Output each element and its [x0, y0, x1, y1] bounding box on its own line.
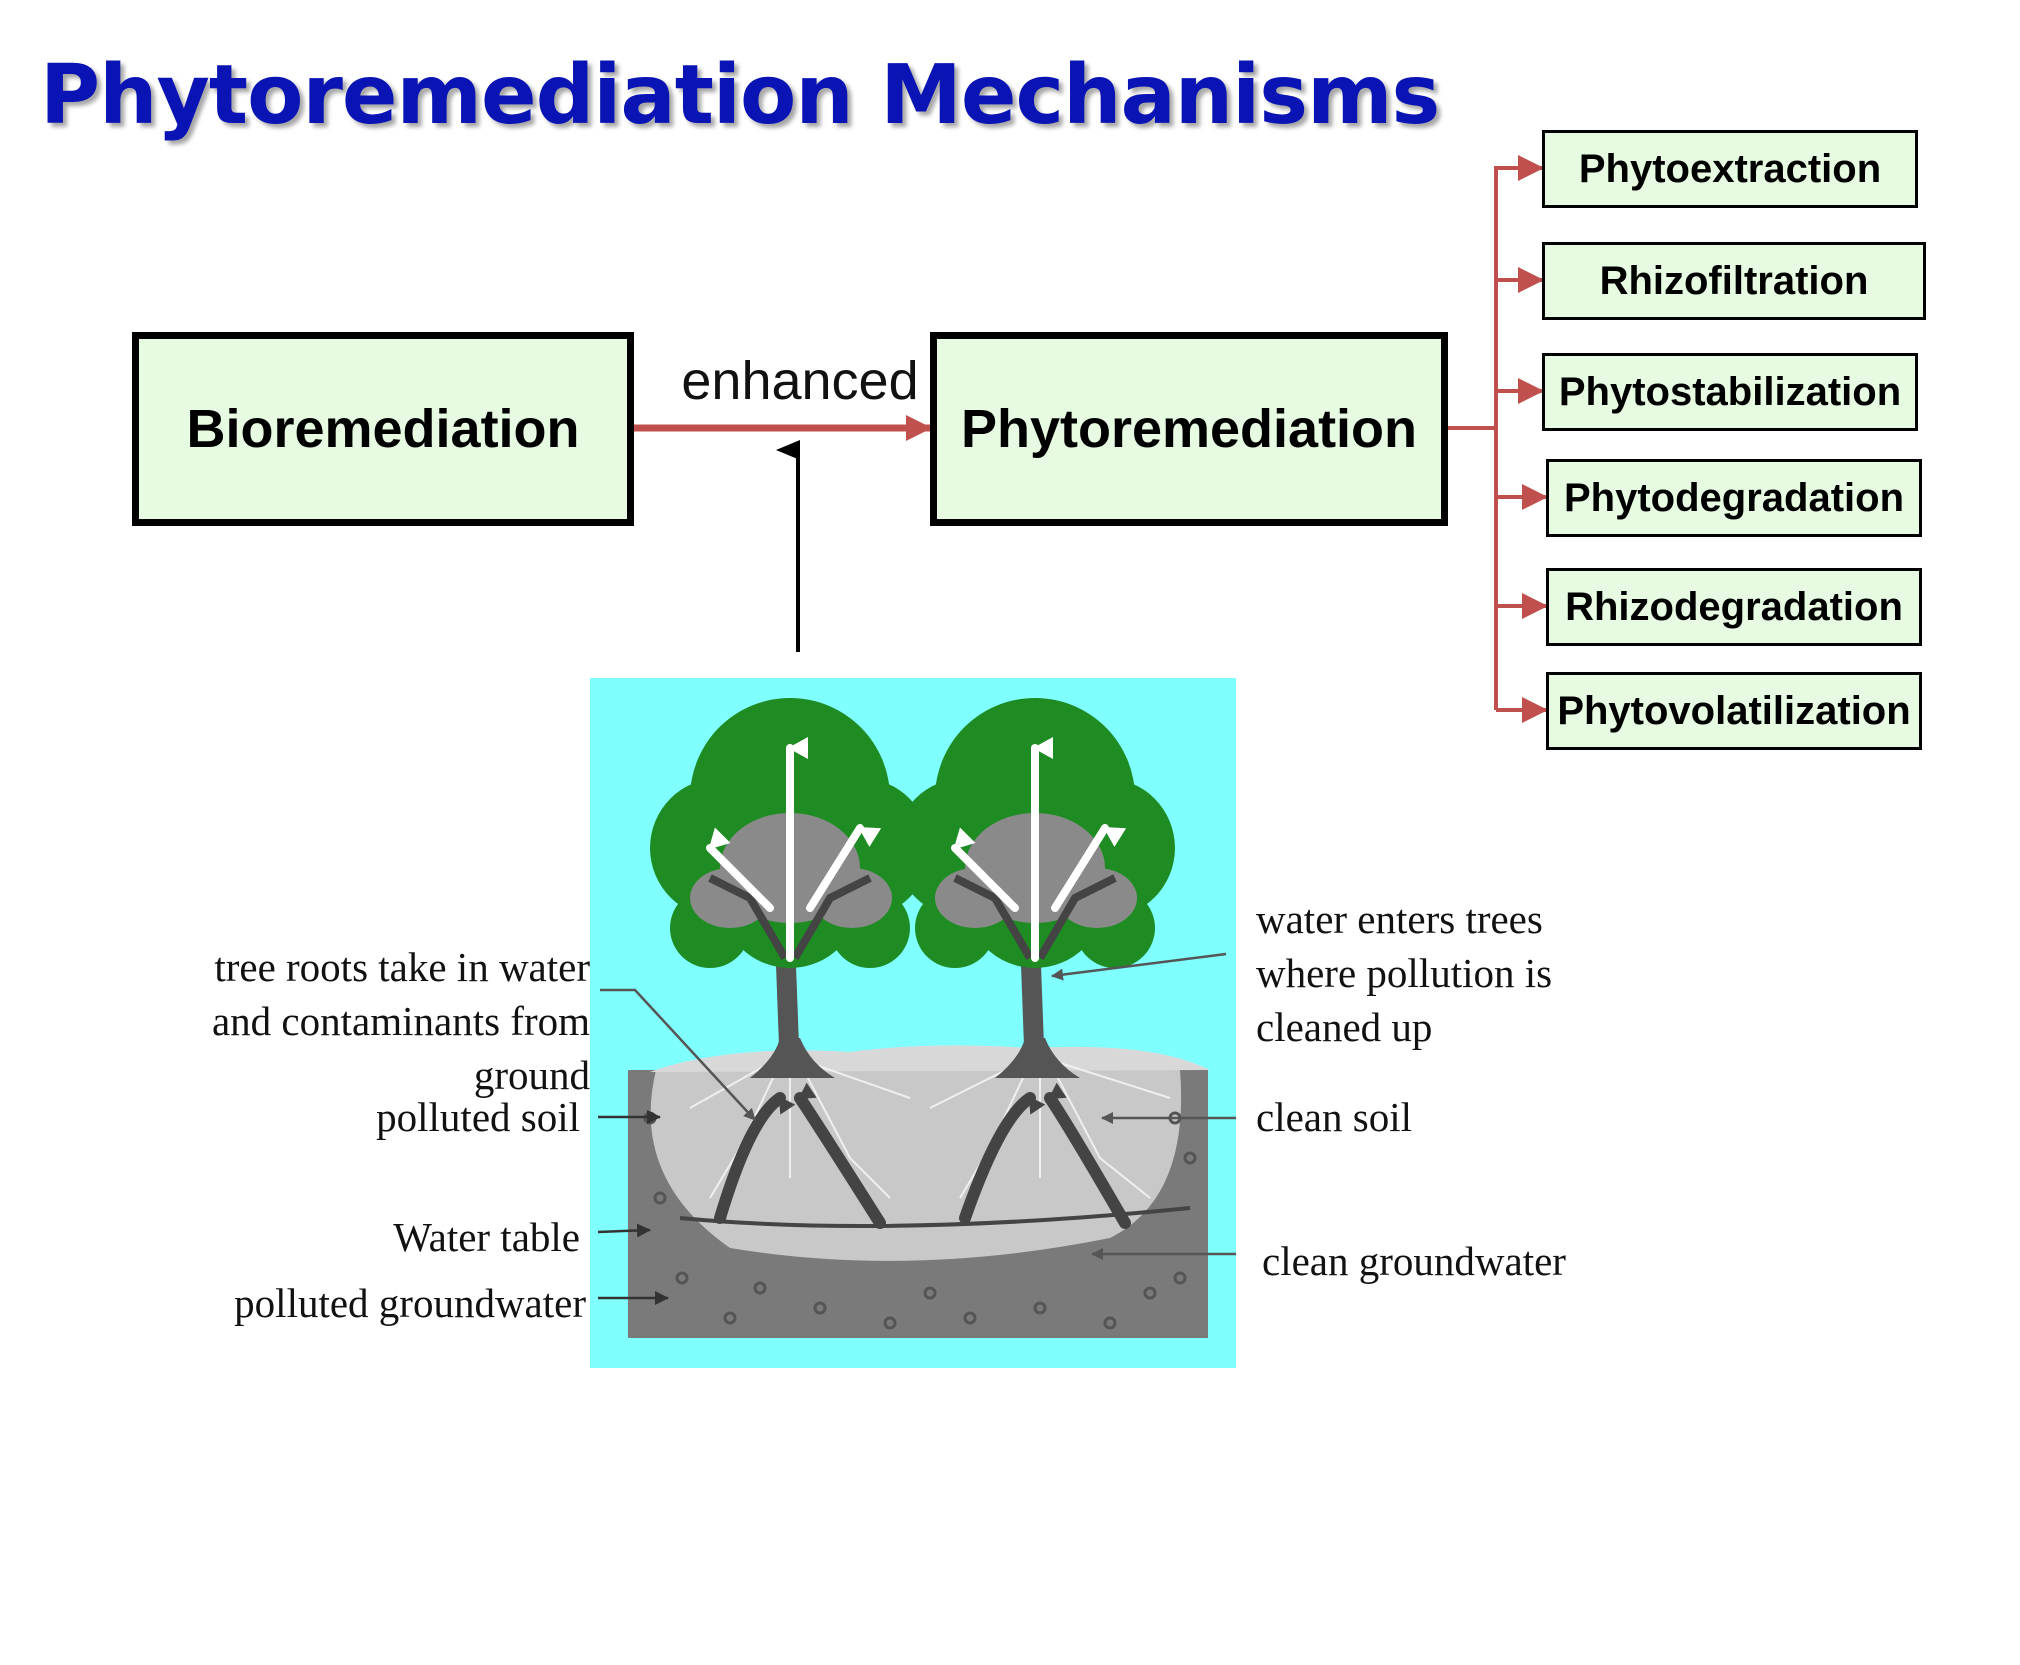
caption-polluted-soil: polluted soil: [376, 1094, 580, 1140]
caption-water-enters: water enters trees where pollution is cl…: [1256, 892, 1552, 1054]
mechanism-box-phytostabilization: Phytostabilization: [1542, 353, 1918, 431]
mechanism-branch: [1448, 166, 1498, 710]
mechanism-label: Rhizodegradation: [1565, 584, 1903, 629]
soil-block: [628, 1045, 1210, 1338]
mechanism-box-rhizodegradation: Rhizodegradation: [1546, 568, 1922, 646]
mechanism-box-rhizofiltration: Rhizofiltration: [1542, 242, 1926, 320]
enhanced-label: enhanced: [681, 351, 919, 411]
phytoremediation-illustration: [590, 678, 1236, 1368]
caption-line: where pollution is: [1256, 950, 1553, 996]
caption-line: tree roots take in water: [214, 944, 590, 990]
mechanism-branch-arrows: [1496, 155, 1548, 723]
mechanism-label: Rhizofiltration: [1599, 258, 1869, 303]
mechanism-box-phytoextraction: Phytoextraction: [1542, 130, 1918, 208]
bioremediation-label: Bioremediation: [186, 399, 580, 459]
caption-water-table: Water table: [393, 1214, 580, 1260]
caption-roots: tree roots take in water and contaminant…: [212, 940, 590, 1102]
callout-lines: [600, 952, 1236, 1260]
tree-right: [895, 698, 1175, 1078]
mechanism-label: Phytoextraction: [1578, 146, 1882, 191]
caption-clean-soil: clean soil: [1256, 1094, 1412, 1140]
caption-line: cleaned up: [1256, 1004, 1433, 1050]
caption-line: water enters trees: [1256, 896, 1543, 942]
caption-polluted-groundwater: polluted groundwater: [234, 1280, 586, 1326]
caption-line: and contaminants from: [211, 998, 590, 1044]
phytoremediation-label: Phytoremediation: [960, 399, 1418, 459]
mechanism-box-phytovolatilization: Phytovolatilization: [1546, 672, 1922, 750]
mechanism-label: Phytostabilization: [1558, 369, 1902, 414]
mechanism-label: Phytovolatilization: [1557, 688, 1911, 733]
bioremediation-box: Bioremediation: [132, 332, 634, 526]
mechanism-box-phytodegradation: Phytodegradation: [1546, 459, 1922, 537]
mechanism-label: Phytodegradation: [1563, 475, 1905, 520]
page-title: Phytoremediation Mechanisms: [40, 48, 1440, 143]
phytoremediation-box: Phytoremediation: [930, 332, 1448, 526]
caption-line: ground: [473, 1052, 590, 1098]
tree-left: [650, 698, 930, 1078]
caption-clean-groundwater: clean groundwater: [1262, 1238, 1566, 1284]
